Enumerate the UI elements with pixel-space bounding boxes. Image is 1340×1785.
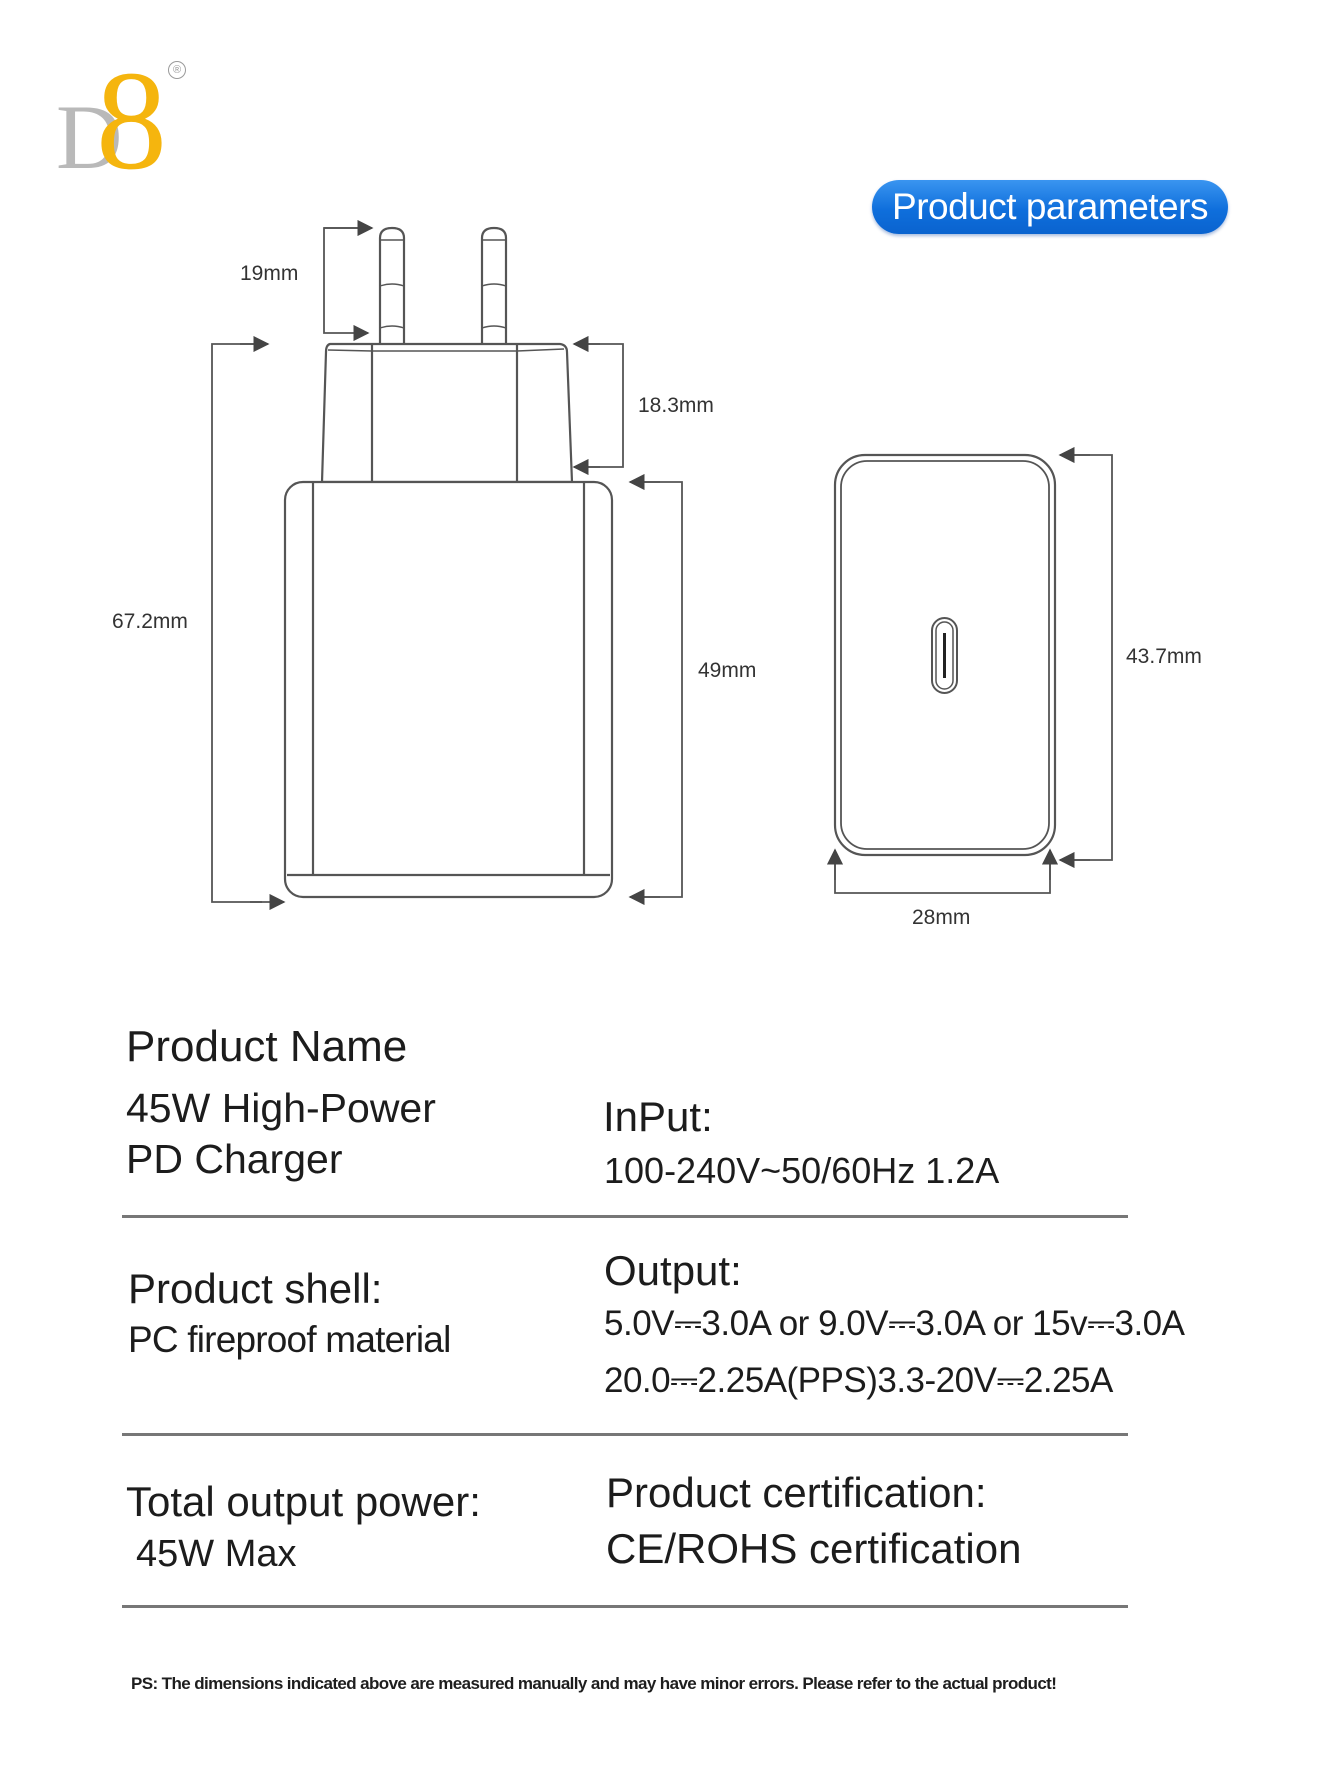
divider-2 <box>122 1433 1128 1436</box>
dim-label-plug-height: 18.3mm <box>638 394 714 417</box>
logo-digit-8: 8 <box>96 41 167 199</box>
divider-1 <box>122 1215 1128 1218</box>
dim-label-side-height: 43.7mm <box>1126 645 1202 668</box>
input-value: 100-240V~50/60Hz 1.2A <box>604 1150 1000 1191</box>
plug-housing <box>320 342 574 484</box>
product-parameters-badge: Product parameters <box>872 180 1228 234</box>
brand-logo: D 8 ® <box>50 49 200 191</box>
dim-label-side-width: 28mm <box>912 906 971 929</box>
dimension-drawing <box>211 219 1113 911</box>
dim-label-pin-length: 19mm <box>240 262 299 285</box>
dim-label-total-height: 67.2mm <box>112 610 188 633</box>
usb-c-port-icon <box>931 617 958 694</box>
total-power-value: 45W Max <box>136 1533 297 1575</box>
plug-pin-right <box>480 226 508 344</box>
dim-label-body-height: 49mm <box>698 659 757 682</box>
divider-3 <box>122 1605 1128 1608</box>
output-line-2: 20.0⎓2.25A(PPS)3.3-20V⎓2.25A <box>604 1361 1113 1400</box>
output-line-1: 5.0V⎓3.0A or 9.0V⎓3.0A or 15v⎓3.0A <box>604 1304 1185 1343</box>
dim-bracket-pin <box>323 227 370 342</box>
charger-body-side <box>833 453 1057 857</box>
certification-title: Product certification: <box>606 1469 987 1516</box>
product-shell-title: Product shell: <box>128 1265 383 1312</box>
registered-trademark-icon: ® <box>168 61 186 79</box>
output-title: Output: <box>604 1247 742 1294</box>
charger-body-front <box>283 480 614 899</box>
product-name-title: Product Name <box>126 1022 408 1071</box>
input-title: InPut: <box>603 1093 713 1140</box>
footnote: PS: The dimensions indicated above are m… <box>131 1674 1057 1693</box>
certification-value: CE/ROHS certification <box>606 1525 1022 1572</box>
product-name-line-1: 45W High-Power <box>126 1085 436 1131</box>
product-name-line-2: PD Charger <box>126 1136 343 1182</box>
product-shell-value: PC fireproof material <box>128 1319 451 1360</box>
logo-letter-d: D <box>56 86 122 188</box>
total-power-title: Total output power: <box>126 1478 481 1525</box>
plug-pin-left <box>378 226 406 344</box>
